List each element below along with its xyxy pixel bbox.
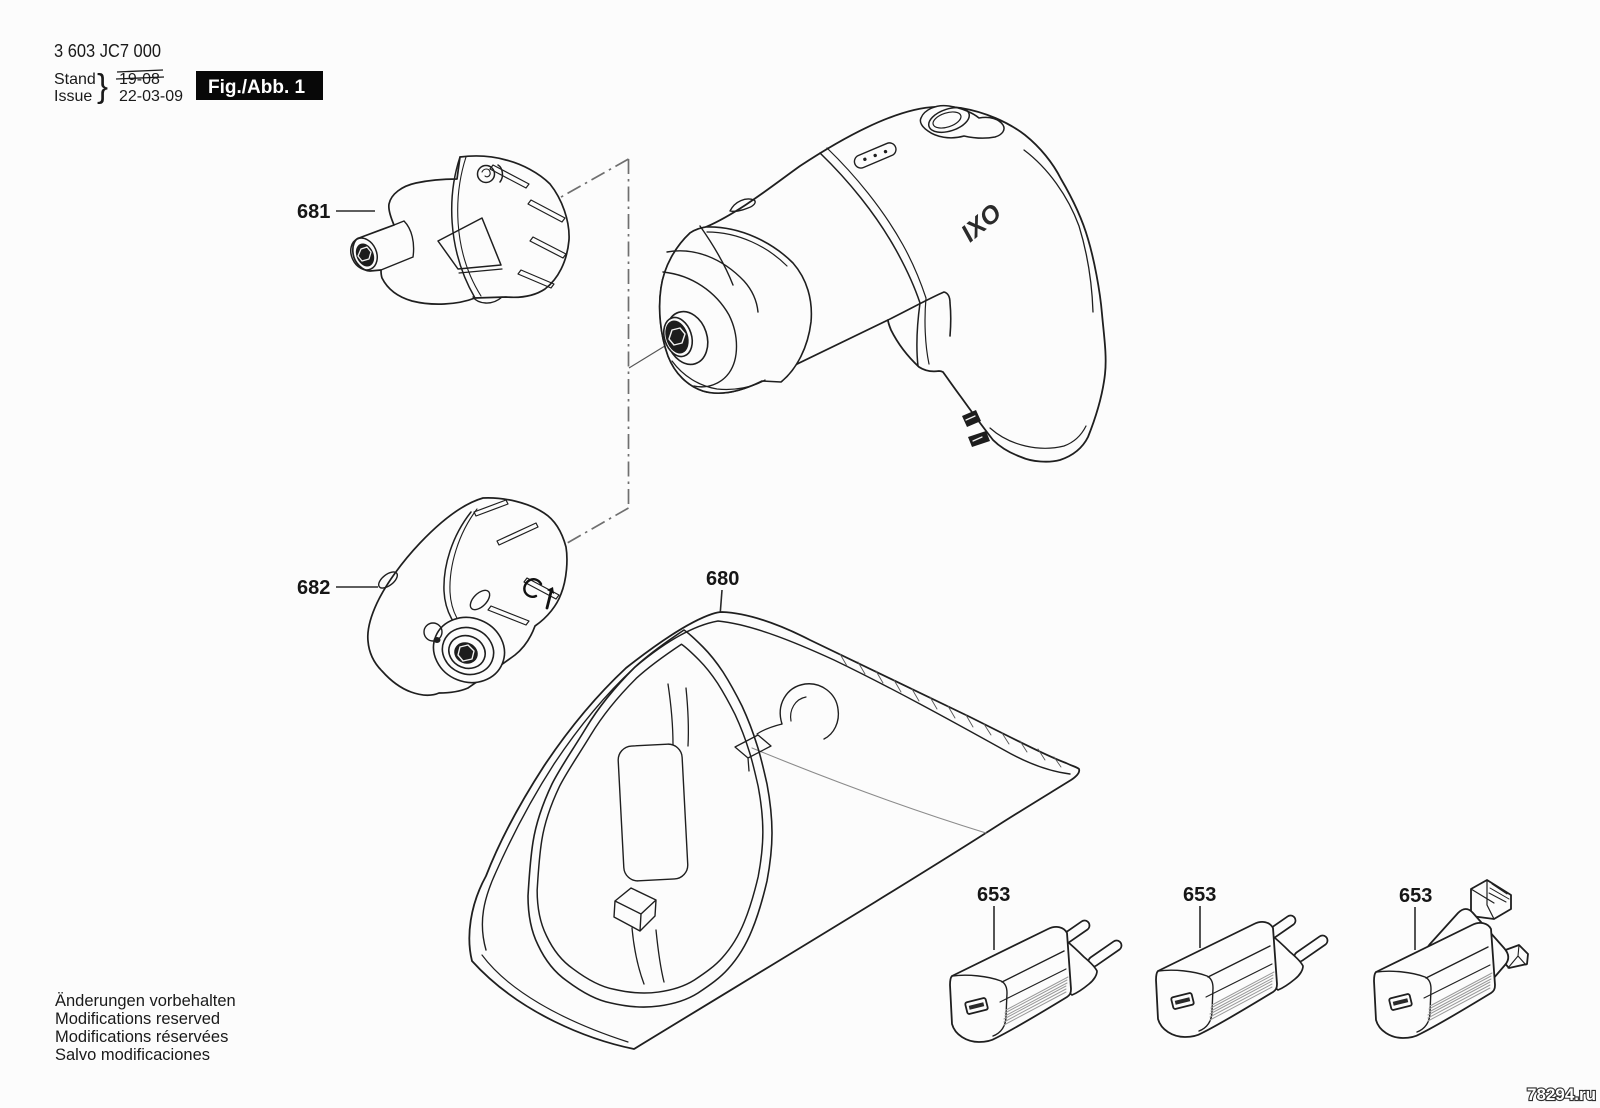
svg-text:682: 682 <box>297 577 330 599</box>
svg-text:19-08: 19-08 <box>119 71 160 88</box>
svg-text:653: 653 <box>977 884 1010 906</box>
svg-text:Issue: Issue <box>54 88 92 105</box>
svg-text:3 603 JC7 000: 3 603 JC7 000 <box>54 41 161 61</box>
svg-text:653: 653 <box>1399 885 1432 907</box>
svg-text:Modifications réservées: Modifications réservées <box>55 1028 228 1046</box>
svg-text:Änderungen vorbehalten: Änderungen vorbehalten <box>55 992 236 1010</box>
svg-text:}: } <box>97 67 108 104</box>
svg-text:22-03-09: 22-03-09 <box>119 88 183 105</box>
svg-text:Modifications reserved: Modifications reserved <box>55 1010 220 1028</box>
svg-text:681: 681 <box>297 201 330 223</box>
svg-text:653: 653 <box>1183 884 1216 906</box>
svg-text:Salvo modificaciones: Salvo modificaciones <box>55 1046 210 1064</box>
svg-text:78294.ru: 78294.ru <box>1527 1085 1596 1104</box>
svg-text:Fig./Abb. 1: Fig./Abb. 1 <box>208 77 306 98</box>
svg-text:Stand: Stand <box>54 71 96 88</box>
svg-text:680: 680 <box>706 568 739 590</box>
